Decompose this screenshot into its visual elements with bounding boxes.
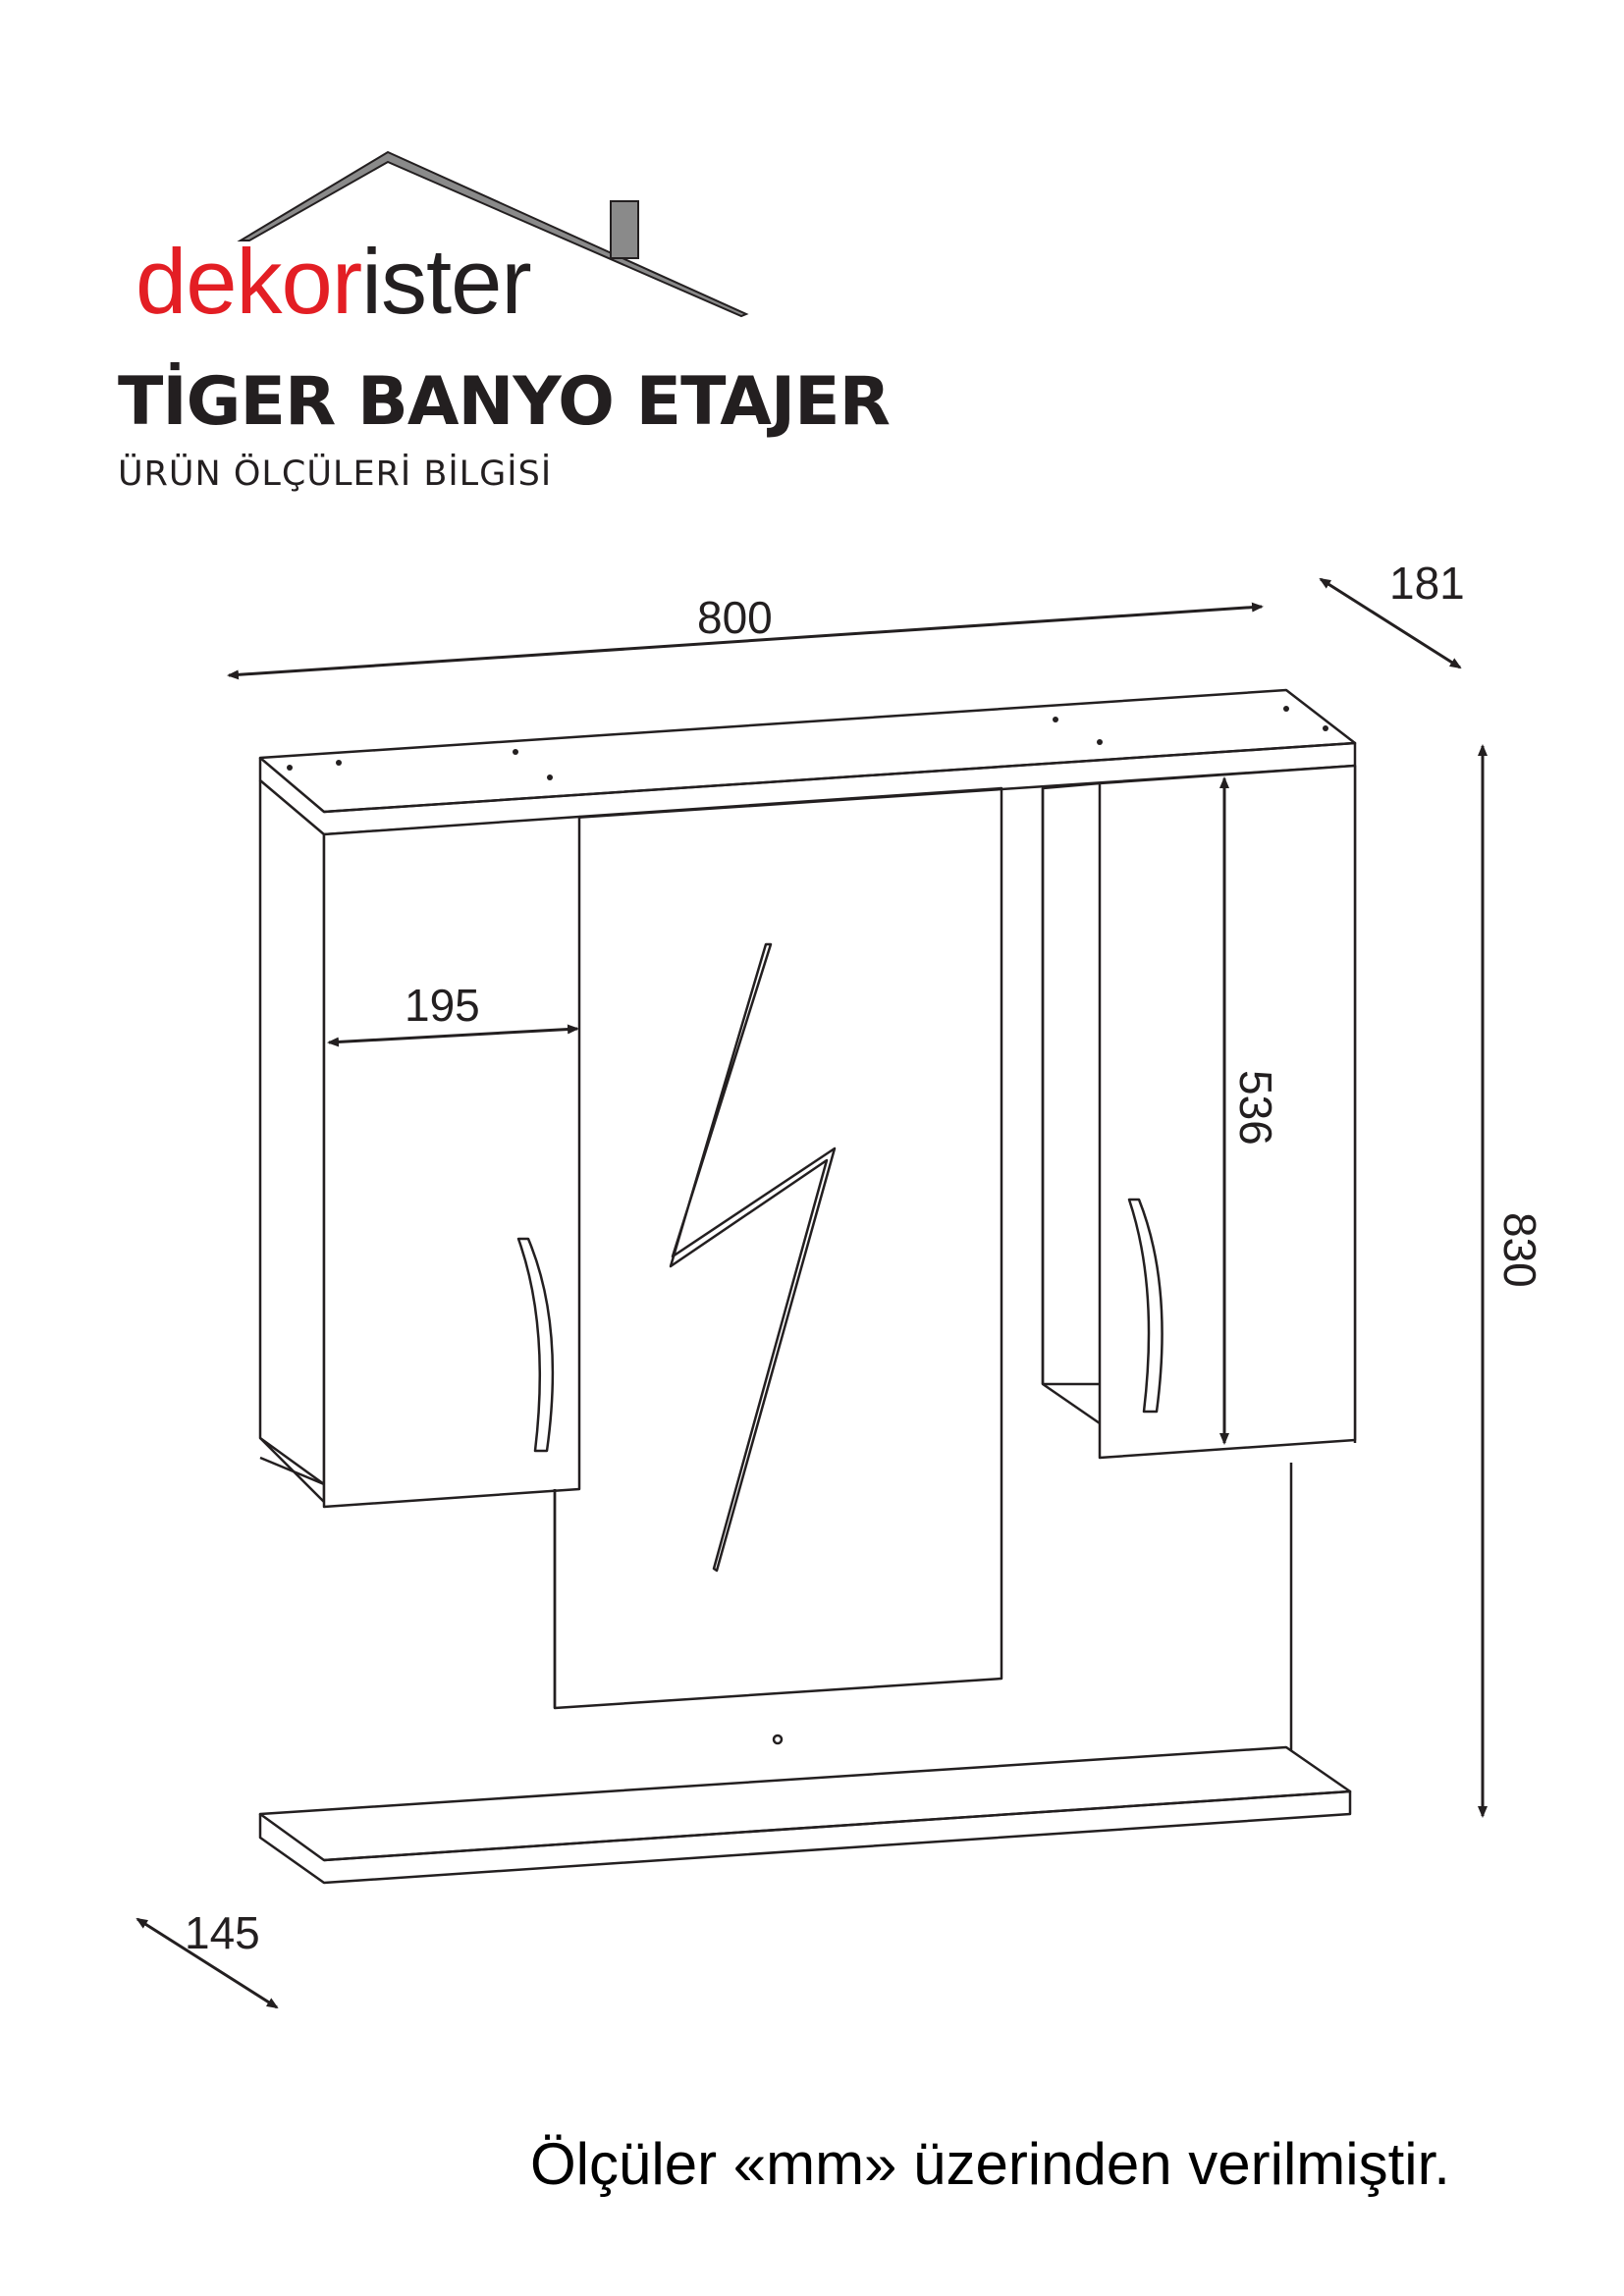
product-title: TİGER BANYO ETAJER [118,363,891,441]
bottom-shelf-front [258,1789,1352,1885]
mirror-switch [772,1734,784,1745]
bottom-shelf [258,1745,1352,1862]
brand-roof-logo [237,150,749,318]
brand-wordmark: dekorister [135,236,532,328]
brand-part-red: dekor [135,230,362,333]
roof-shape [237,150,749,318]
dim-width-line [227,602,1264,680]
right-cabinet-door [1098,764,1357,1460]
left-cabinet-bottom [259,1456,325,1486]
dim-cabinet-width-label: 195 [405,980,480,1031]
dim-cabinet-height-label: 536 [1230,1070,1281,1146]
screw-hole [1323,725,1328,731]
product-subtitle: ÜRÜN ÖLÇÜLERİ BİLGİSİ [118,454,553,494]
dim-cabinet-width-line [327,1024,579,1047]
right-door-handle [1127,1198,1164,1414]
screw-hole [336,760,342,766]
dim-depth-top-label: 181 [1389,558,1465,609]
mirror-reflection [669,942,837,1573]
roof-chimney [610,200,639,259]
screw-hole [513,749,518,755]
dim-height-label: 830 [1494,1212,1545,1288]
screw-hole [547,774,553,780]
dim-width-label: 800 [697,592,773,643]
screw-hole [1283,706,1289,712]
screw-hole [1053,717,1058,722]
left-door-handle [516,1237,555,1453]
left-cabinet-door [322,815,581,1509]
right-cabinet-side [1041,781,1101,1425]
dim-shelf-depth-label: 145 [185,1907,260,1958]
dim-depth-top-line [1319,577,1462,669]
mirror [553,786,1003,1710]
screw-hole [1097,739,1103,745]
screw-hole [287,765,293,771]
brand-part-dark: ister [361,230,532,333]
dim-shelf-depth-line [135,1917,279,2009]
left-side-panel [258,780,325,1486]
units-note: Ölçüler «mm» üzerinden verilmiştir. [530,2131,1450,2197]
